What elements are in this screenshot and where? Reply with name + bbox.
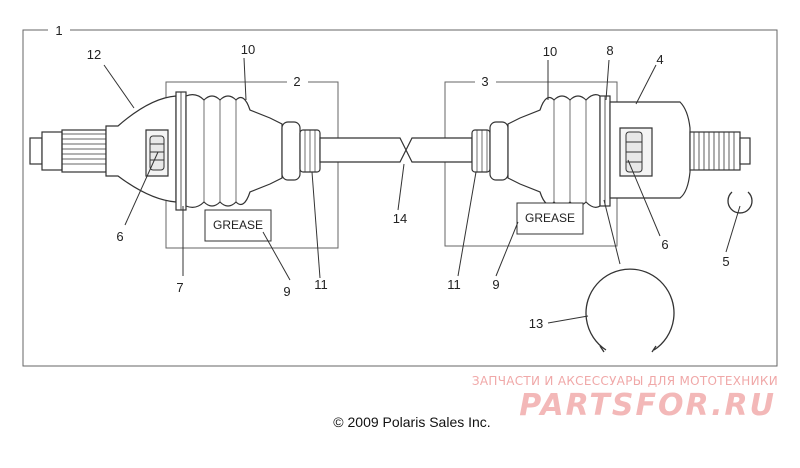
left-axle-assembly — [29, 91, 321, 211]
subassembly-box-2 — [165, 81, 339, 249]
grease-box-right — [516, 202, 584, 235]
grease-box-left — [204, 209, 272, 242]
grease-label-left: GREASE — [213, 218, 263, 232]
watermark-brand: PARTSFOR.RU — [519, 388, 776, 423]
callout-1: 1 — [55, 23, 62, 38]
callout-11-left: 11 — [314, 277, 328, 292]
callout-6-left: 6 — [116, 229, 123, 244]
left-stub-shaft — [61, 129, 107, 173]
left-stub-spline — [41, 131, 63, 171]
subassembly-box-3 — [444, 81, 618, 247]
right-stub-shaft — [689, 131, 741, 171]
assembly-frame — [22, 29, 778, 367]
left-stub-tip — [29, 137, 43, 165]
left-boot — [185, 94, 283, 208]
right-axle-assembly — [471, 94, 751, 208]
left-spline-lines — [62, 133, 106, 165]
callout-14: 14 — [393, 211, 407, 226]
callout-13: 13 — [529, 316, 543, 331]
callout-7: 7 — [176, 280, 183, 295]
snap-ring — [727, 191, 753, 214]
callout-2: 2 — [293, 74, 300, 89]
callout-10-right: 10 — [543, 44, 557, 59]
leader-lines — [103, 57, 741, 324]
left-boot-neck — [281, 121, 301, 181]
callout-3: 3 — [481, 74, 488, 89]
callout-5: 5 — [722, 254, 729, 269]
callout-10-left: 10 — [241, 42, 255, 57]
axle-shaft — [319, 137, 473, 163]
callout-8: 8 — [606, 43, 613, 58]
callout-6-right: 6 — [661, 237, 668, 252]
right-boot-neck — [489, 121, 509, 181]
callout-4: 4 — [656, 52, 663, 67]
watermark-tagline: ЗАПЧАСТИ И АКСЕССУАРЫ ДЛЯ МОТОТЕХНИКИ — [472, 374, 778, 388]
right-spline-lines — [693, 132, 735, 170]
right-stub-tip — [739, 137, 751, 165]
callout-11-right: 11 — [447, 277, 461, 292]
callout-9-left: 9 — [283, 284, 290, 299]
grease-label-right: GREASE — [525, 211, 575, 225]
copyright-notice: © 2009 Polaris Sales Inc. — [333, 414, 490, 430]
right-cv-bearing — [625, 131, 643, 173]
callout-12: 12 — [87, 47, 101, 62]
callout-9-right: 9 — [492, 277, 499, 292]
boot-clamp-ring — [585, 268, 675, 351]
